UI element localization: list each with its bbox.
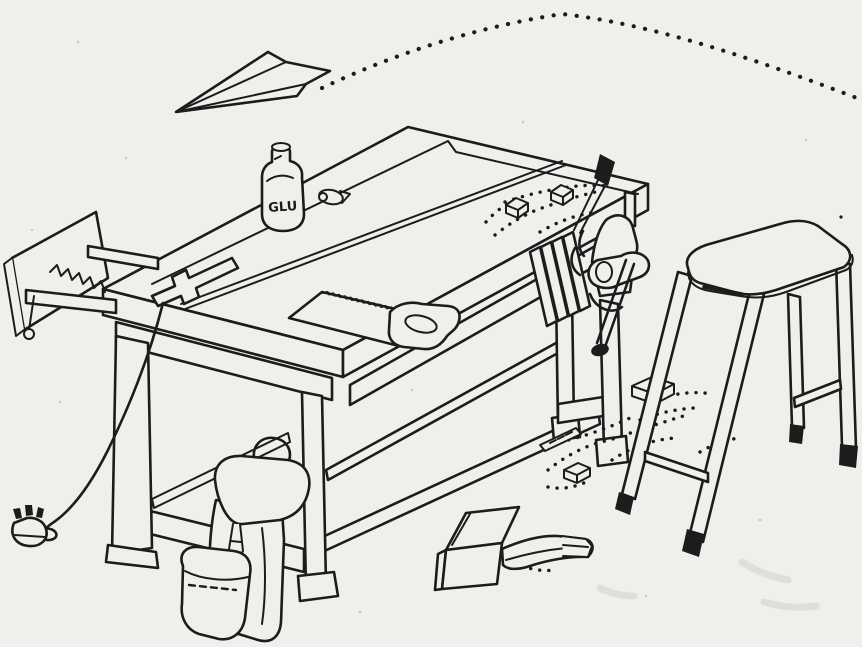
stool-rail-left: [643, 450, 710, 484]
stool-foot-cap: [839, 444, 858, 468]
flight-trail: [319, 11, 862, 103]
glue-bottle-body: [260, 143, 306, 233]
vise-handle-bar: [595, 258, 636, 349]
tail-vise-screw: [49, 264, 106, 293]
face-vise: [528, 190, 651, 357]
paper-flecks: [30, 40, 843, 614]
stool-leg-back-right: [834, 258, 858, 450]
saw-handle-hole: [404, 314, 438, 334]
tail-vise: [3, 210, 160, 340]
tail-vise-handle: [28, 295, 35, 331]
backpack: [180, 436, 311, 643]
offcuts-floor: [539, 427, 591, 484]
paper-airplane-icon: [174, 50, 332, 114]
offcut-blocks-benchtop: [505, 184, 574, 219]
chisel: [573, 154, 615, 234]
backpack-pocket: [180, 545, 252, 641]
chisel-handle: [594, 154, 615, 186]
stool-leg-front-center: [687, 288, 766, 544]
tail-vise-upper-rail: [86, 244, 160, 271]
glue-bottle-label: GLU: [268, 199, 298, 216]
power-cord: [11, 301, 165, 548]
handsaw: [287, 290, 461, 351]
dowel: [539, 427, 582, 452]
vise-handle-knob: [591, 343, 609, 357]
sharpener: [318, 188, 351, 206]
stool-foot-cap: [615, 492, 634, 515]
stool-seat: [685, 219, 852, 296]
stool-foot-cap: [789, 424, 804, 444]
stool: [615, 219, 858, 557]
backpack-flap: [213, 454, 311, 526]
stool-foot-cap: [682, 529, 704, 557]
mallet: [433, 505, 594, 592]
floor-scuffs: [596, 558, 820, 611]
power-plug: [11, 505, 48, 548]
stool-rail-right: [792, 378, 843, 409]
offcut-block: [563, 462, 591, 484]
backpack-handle: [252, 436, 292, 465]
tail-vise-lower-rail: [24, 288, 118, 315]
left-front-leg: [110, 334, 154, 556]
glue-bottle: GLU: [260, 142, 306, 233]
bench-stop: [150, 256, 240, 308]
mallet-head-front: [440, 541, 504, 591]
mallet-head-top: [444, 505, 521, 552]
